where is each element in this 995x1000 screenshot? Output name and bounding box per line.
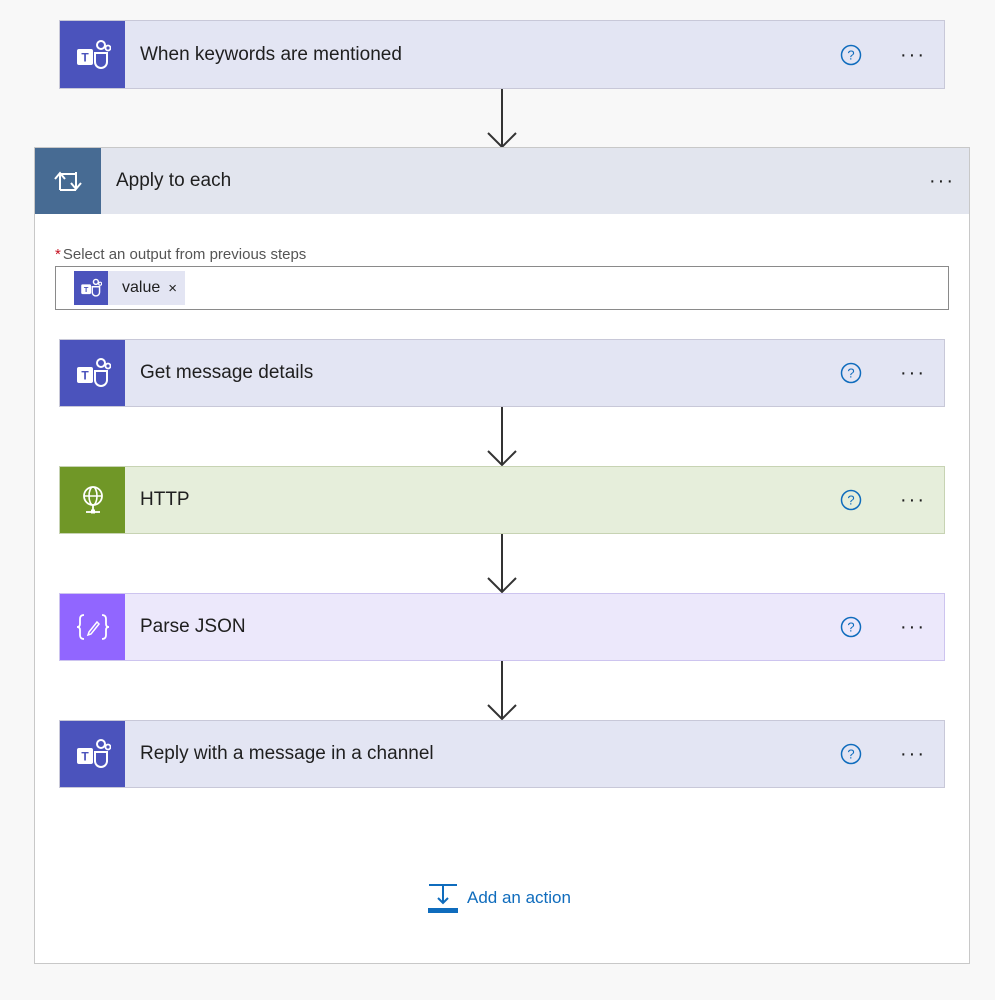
- more-options-button[interactable]: ···: [900, 43, 926, 66]
- more-options-button[interactable]: ···: [900, 362, 926, 384]
- dynamic-content-token[interactable]: T value ×: [74, 271, 186, 305]
- apply-to-each-header[interactable]: Apply to each ···: [35, 148, 969, 214]
- svg-text:?: ?: [847, 366, 854, 381]
- teams-icon: T: [60, 340, 125, 406]
- action-card-parse-json[interactable]: Parse JSON ? ···: [59, 593, 945, 661]
- help-icon[interactable]: ?: [840, 743, 862, 765]
- help-icon[interactable]: ?: [840, 362, 862, 384]
- action-title: Get message details: [140, 362, 314, 383]
- trigger-card-when-keywords-mentioned[interactable]: T When keywords are mentioned ? ···: [59, 20, 945, 89]
- svg-text:?: ?: [847, 47, 854, 62]
- required-mark: *: [55, 246, 61, 263]
- svg-text:T: T: [81, 50, 89, 64]
- flow-arrow-icon: [487, 534, 517, 594]
- svg-text:?: ?: [847, 493, 854, 508]
- svg-text:?: ?: [847, 620, 854, 635]
- trigger-title: When keywords are mentioned: [140, 43, 402, 65]
- add-action-label: Add an action: [467, 888, 571, 907]
- teams-icon: T: [60, 21, 125, 88]
- globe-icon: [60, 467, 125, 533]
- more-options-button[interactable]: ···: [929, 170, 955, 192]
- action-card-get-message-details[interactable]: T Get message details ? ···: [59, 339, 945, 407]
- action-title: Parse JSON: [140, 616, 246, 637]
- remove-token-button[interactable]: ×: [168, 279, 178, 297]
- apply-to-each-title: Apply to each: [116, 170, 232, 191]
- action-card-reply-message-channel[interactable]: T Reply with a message in a channel ? ··…: [59, 720, 945, 788]
- action-title: HTTP: [140, 489, 190, 510]
- action-card-http[interactable]: HTTP ? ···: [59, 466, 945, 534]
- help-icon[interactable]: ?: [840, 44, 862, 66]
- svg-text:T: T: [84, 285, 89, 294]
- flow-arrow-icon: [487, 407, 517, 467]
- add-action-icon: [428, 884, 458, 913]
- output-select-input[interactable]: T value ×: [55, 266, 949, 310]
- flow-arrow-icon: [487, 661, 517, 721]
- svg-text:?: ?: [847, 747, 854, 762]
- token-label: value: [122, 279, 161, 296]
- help-icon[interactable]: ?: [840, 489, 862, 511]
- add-an-action-button[interactable]: Add an action: [427, 883, 571, 913]
- help-icon[interactable]: ?: [840, 616, 862, 638]
- action-title: Reply with a message in a channel: [140, 743, 434, 764]
- output-field-label-text: Select an output from previous steps: [62, 246, 307, 263]
- svg-text:T: T: [81, 750, 89, 764]
- svg-text:T: T: [81, 369, 89, 383]
- more-options-button[interactable]: ···: [900, 489, 926, 511]
- more-options-button[interactable]: ···: [900, 616, 926, 638]
- flow-arrow-icon: [487, 89, 517, 149]
- teams-icon: T: [60, 721, 125, 787]
- json-braces-icon: [60, 594, 125, 660]
- output-field-label: *Select an output from previous steps: [55, 246, 306, 263]
- more-options-button[interactable]: ···: [900, 743, 926, 765]
- loop-icon: [35, 148, 101, 214]
- teams-icon: T: [74, 271, 108, 305]
